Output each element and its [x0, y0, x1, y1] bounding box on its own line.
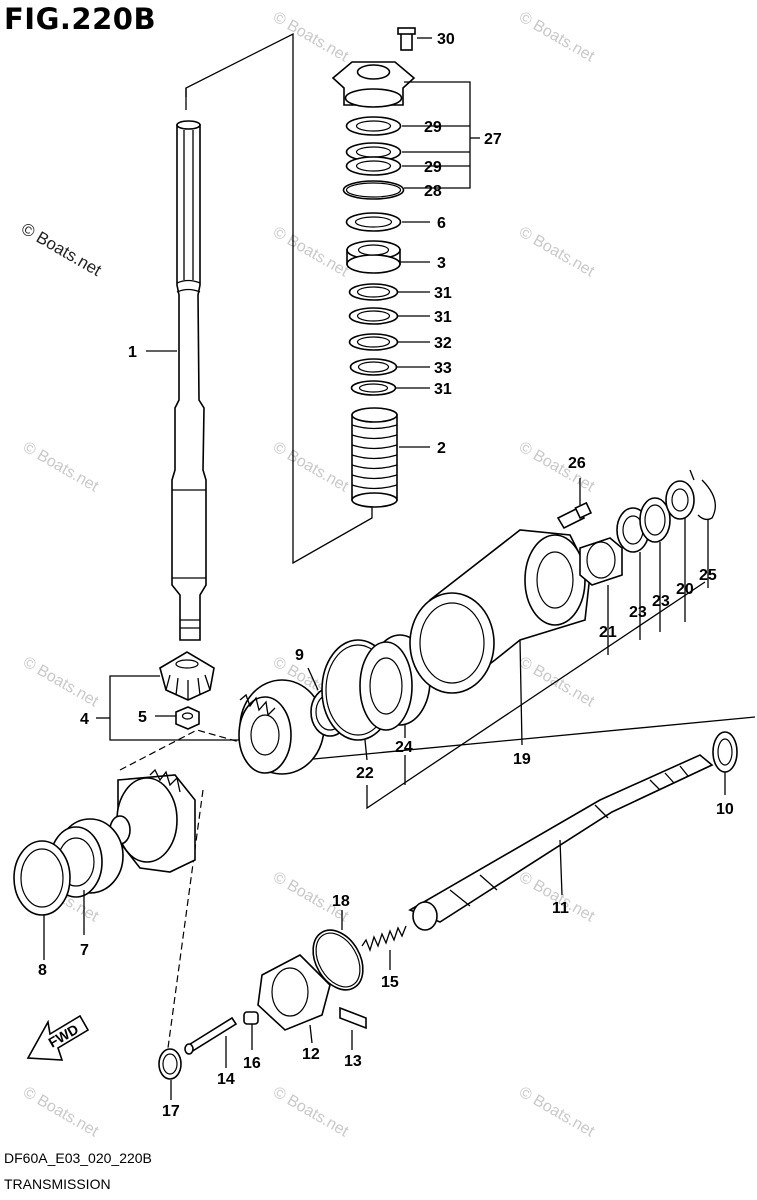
part-25-snap-ring: [689, 469, 716, 521]
callout-14: 14: [217, 1071, 235, 1088]
watermark: © Boats.net: [516, 1084, 598, 1141]
callout-23: 23: [629, 604, 647, 621]
callout-11: 11: [552, 900, 569, 917]
part-2-spring: [351, 407, 398, 508]
callout-13: 13: [344, 1053, 362, 1070]
watermark: © Boats.net: [270, 9, 352, 66]
callout-31: 31: [434, 381, 452, 398]
part-10-washer: [712, 731, 738, 773]
callout-22: 22: [356, 765, 374, 782]
part-5-pinion-nut: [175, 706, 200, 730]
part-11-propeller-shaft: [408, 754, 714, 931]
part-8-shim: [13, 840, 71, 916]
callout-32: 32: [434, 335, 452, 352]
part-23-oil-seal-2: [639, 497, 671, 543]
callout-10: 10: [716, 801, 734, 818]
callout-19: 19: [513, 751, 531, 768]
watermark: © Boats.net: [20, 439, 102, 496]
part-12-clutch-dog: [257, 954, 331, 1031]
diagram-caption: TRANSMISSION: [4, 1176, 111, 1192]
callout-21: 21: [599, 624, 617, 641]
callout-30: 30: [437, 31, 455, 48]
callout-6: 6: [437, 215, 446, 232]
watermark-dark: © Boats.net: [18, 219, 105, 280]
callout-28: 28: [424, 183, 442, 200]
callout-12: 12: [302, 1046, 320, 1063]
figure-title: FIG.220B: [4, 2, 157, 36]
part-18-ring: [312, 929, 364, 991]
callout-numbers: 30 27 29 29 28 6 3 31 31 32 33 31 2 1 4 …: [38, 31, 734, 1120]
part-16-ball: [243, 1011, 259, 1025]
watermark: © Boats.net: [270, 439, 352, 496]
callout-4: 4: [80, 711, 89, 728]
diagram-code: DF60A_E03_020_220B: [4, 1150, 152, 1166]
watermark: © Boats.net: [270, 1084, 352, 1141]
part-20-washer: [665, 480, 695, 520]
forward-gear-assembly: [109, 768, 196, 873]
reverse-gear: [238, 679, 325, 775]
watermark: © Boats.net: [270, 224, 352, 281]
callout-33: 33: [434, 360, 452, 377]
callout-2: 2: [437, 440, 446, 457]
callout-16: 16: [243, 1055, 261, 1072]
part-15-spring: [361, 925, 407, 952]
callout-17: 17: [162, 1103, 180, 1120]
part-14-push-rod: [184, 1016, 238, 1055]
leader-lines: [43, 37, 726, 1100]
watermark: © Boats.net: [20, 654, 102, 711]
upper-bearing-stack: [331, 27, 416, 396]
callout-8: 8: [38, 962, 47, 979]
part-19-bearing-housing: [409, 529, 591, 694]
callout-24: 24: [395, 739, 413, 756]
callout-31: 31: [434, 285, 452, 302]
callout-15: 15: [381, 974, 399, 991]
part-26-bolt: [556, 501, 593, 530]
part-1-drive-shaft: [171, 120, 207, 641]
callout-27: 27: [484, 131, 502, 148]
callout-25: 25: [699, 567, 717, 584]
part-21-needle-bearing: [579, 537, 623, 586]
part-17-shim: [158, 1048, 182, 1080]
watermark: © Boats.net: [516, 9, 598, 66]
callout-31: 31: [434, 309, 452, 326]
part-13-pin: [339, 1006, 367, 1030]
callout-20: 20: [676, 581, 694, 598]
callout-29: 29: [424, 159, 442, 176]
callout-29: 29: [424, 119, 442, 136]
watermark: © Boats.net: [516, 869, 598, 926]
callout-9: 9: [295, 647, 304, 664]
callout-26: 26: [568, 455, 586, 472]
callout-18: 18: [332, 893, 350, 910]
part-4-pinion-gear: [159, 651, 215, 701]
watermark: © Boats.net: [516, 224, 598, 281]
callout-7: 7: [80, 942, 89, 959]
callout-5: 5: [138, 709, 147, 726]
callout-23: 23: [652, 593, 670, 610]
callout-3: 3: [437, 255, 446, 272]
fwd-arrow-icon: FWD: [26, 1014, 90, 1061]
callout-1: 1: [128, 344, 137, 361]
watermark: © Boats.net: [20, 1084, 102, 1141]
